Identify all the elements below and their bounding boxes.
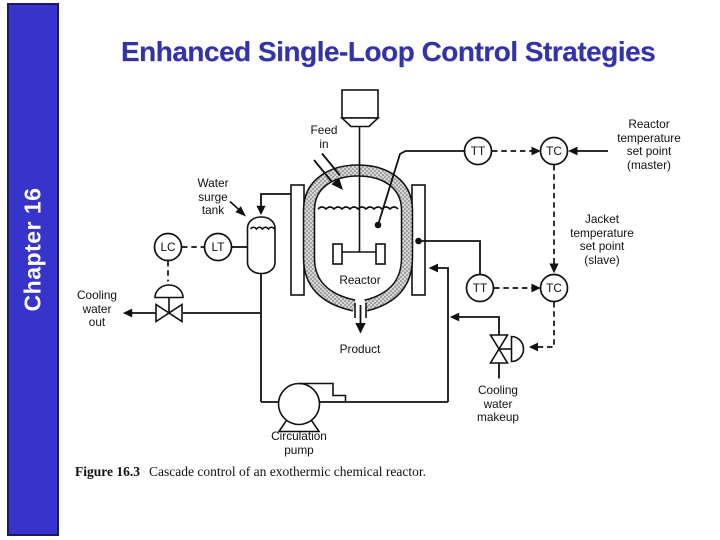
svg-text:TC: TC	[546, 144, 562, 158]
chapter-sidebar: Chapter 16	[7, 3, 59, 536]
lt-instrument: LT	[203, 232, 233, 262]
master-setpoint-arrow	[568, 146, 608, 156]
slave-tc-instrument: TC	[539, 273, 569, 303]
figure-caption-text: Cascade control of an exothermic chemica…	[149, 464, 426, 479]
signal-master-to-slave	[549, 165, 559, 274]
product-outlet	[354, 303, 367, 334]
jacket-left-channel	[290, 184, 305, 296]
surge-tank-pointer-arrow	[229, 200, 246, 217]
master-tc-instrument: TC	[539, 136, 569, 166]
cooling-water-out-valve	[154, 284, 184, 323]
reactor-temp-sensor-line	[374, 150, 465, 229]
reactor-label: Reactor	[339, 273, 381, 287]
makeup-water-pipe	[449, 312, 500, 379]
circulation-pump	[277, 382, 347, 433]
svg-text:TT: TT	[471, 144, 485, 158]
jacket-tt-instrument: TT	[465, 273, 495, 303]
cooling-water-out-pipe	[122, 308, 261, 318]
makeup-water-valve	[489, 334, 525, 364]
svg-text:LT: LT	[212, 240, 225, 254]
svg-text:TC: TC	[546, 281, 562, 295]
lc-instrument: LC	[153, 232, 183, 262]
signal-tt-to-tc-slave	[494, 283, 541, 293]
figure-number: Figure 16.3	[75, 464, 140, 479]
liquid-level-wave	[317, 206, 399, 211]
jacket-temp-sensor-line	[415, 237, 481, 274]
slide-title: Enhanced Single-Loop Control Strategies	[120, 36, 656, 67]
svg-text:LC: LC	[160, 240, 176, 254]
agitator	[332, 126, 386, 265]
signal-tc-to-makeup-valve	[528, 302, 555, 352]
coolant-riser-pipe	[428, 263, 449, 402]
svg-text:TT: TT	[473, 281, 487, 295]
jacket-to-tank-pipe	[256, 193, 291, 215]
reactor-tt-instrument: TT	[463, 136, 493, 166]
feed-inlet-pipe	[313, 152, 343, 190]
figure-caption: Figure 16.3 Cascade control of an exother…	[75, 464, 426, 480]
water-surge-tank	[246, 216, 276, 275]
feed-funnel	[339, 89, 381, 128]
signal-tt-to-tc-master	[492, 146, 541, 156]
product-label: Product	[339, 342, 381, 356]
reactor-vessel-wall	[302, 164, 414, 312]
